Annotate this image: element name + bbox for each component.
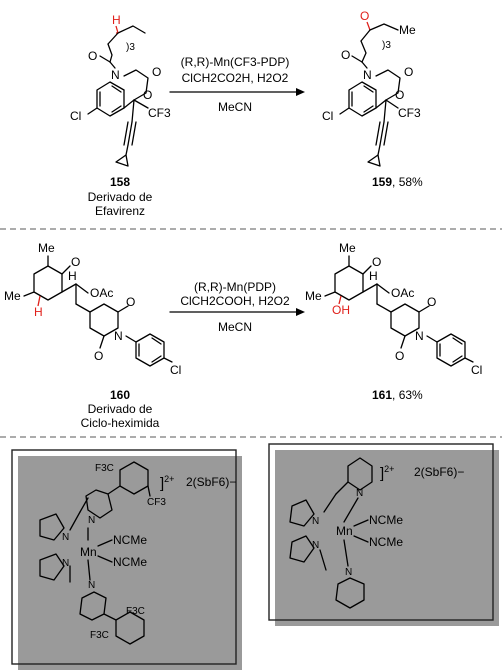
compound-158-caption-2: Efavirenz — [95, 204, 145, 218]
atom-cl-2: Cl — [322, 109, 333, 123]
atom-o-carbonyl-2: O — [404, 65, 413, 79]
atom-o-ketone: O — [71, 255, 80, 269]
atom-n-pyrrolidine-3: N — [312, 516, 319, 527]
chain-subscript: )3 — [126, 42, 135, 53]
atom-cl: Cl — [70, 109, 81, 123]
atom-cf3: CF3 — [148, 106, 171, 120]
atom-n-2: N — [363, 68, 372, 82]
ligand-ncme-4: NCMe — [369, 535, 403, 549]
atom-o-acyl-2: O — [341, 48, 350, 62]
substrate-160: Me O Me H H OAc O N O Cl — [4, 241, 181, 377]
atom-f3c-1: F3C — [95, 463, 114, 474]
atom-cf3-2: CF3 — [398, 106, 421, 120]
atom-me-top-2: Me — [339, 241, 356, 255]
atom-me: Me — [399, 23, 416, 37]
atom-o-ring: O — [143, 88, 152, 102]
reagents-1-line1: (R,R)-Mn(CF3-PDP) — [181, 55, 290, 69]
solvent-1: MeCN — [218, 100, 252, 114]
charge-2: ]2+ — [380, 464, 394, 482]
atom-h-stereo-2: H — [369, 269, 378, 283]
atom-n: N — [111, 68, 120, 82]
compound-161-label: 161, 63% — [372, 388, 423, 402]
counterion-1: 2(SbF6)− — [186, 475, 236, 489]
atom-o-imide-3: O — [427, 295, 436, 309]
compound-158-caption-1: Derivado de — [88, 190, 153, 204]
atom-o-imide-1: O — [126, 295, 135, 309]
atom-n-imide: N — [114, 329, 123, 343]
atom-oh-red: OH — [332, 303, 350, 317]
atom-cl-4: Cl — [471, 363, 482, 377]
compound-159-label: 159, 58% — [372, 175, 423, 189]
atom-f3c-2: F3C — [126, 606, 145, 617]
atom-cl-3: Cl — [170, 363, 181, 377]
atom-n-py-2: N — [88, 580, 95, 591]
atom-h-red-2: H — [34, 305, 43, 319]
substrate-158: H )3 O N O O Cl CF3 — [70, 13, 171, 167]
atom-n-pyrrolidine-2: N — [62, 558, 69, 569]
compound-158-number: 158 — [110, 175, 130, 189]
atom-o-carbonyl: O — [152, 65, 161, 79]
atom-n-py-3: N — [356, 488, 363, 499]
compound-160-number: 160 — [110, 388, 130, 402]
reagents-2-line1: (R,R)-Mn(PDP) — [194, 280, 276, 294]
atom-n-pyrrolidine-4: N — [312, 540, 319, 551]
atom-me-top: Me — [38, 241, 55, 255]
atom-cf3-cat-1: CF3 — [147, 497, 166, 508]
compound-160-caption-2: Ciclo-heximida — [81, 416, 160, 430]
product-161: Me O Me OH H OAc O N O Cl — [305, 241, 482, 377]
charge-1: ]2+ — [160, 474, 174, 492]
solvent-2: MeCN — [218, 320, 252, 334]
reagents-1-line2: ClCH2CO2H, H2O2 — [182, 71, 289, 85]
atom-o-red-ketone: O — [360, 9, 369, 23]
catalyst-cf3-pdp-box — [11, 449, 237, 665]
compound-160-caption-1: Derivado de — [88, 402, 153, 416]
atom-f3c-3: F3C — [90, 630, 109, 641]
catalyst-cf3-pdp: F3C CF3 N N N Mn NCMe NCMe N F3C F3C — [39, 461, 166, 645]
atom-me-left: Me — [4, 289, 21, 303]
catalyst-pdp: N N N Mn NCMe NCMe N — [289, 457, 403, 609]
atom-n-py-4: N — [345, 567, 352, 578]
ligand-ncme-3: NCMe — [369, 513, 403, 527]
atom-mn-2: Mn — [336, 524, 353, 538]
ligand-ncme-2: NCMe — [113, 555, 147, 569]
catalyst-pdp-box — [268, 443, 494, 621]
counterion-2: 2(SbF6)− — [414, 465, 464, 479]
chain-subscript-2: )3 — [382, 40, 391, 51]
atom-oac-2: OAc — [391, 286, 414, 300]
atom-n-py-1: N — [88, 515, 95, 526]
atom-o-acyl: O — [88, 49, 97, 63]
atom-o-imide-2: O — [94, 349, 103, 363]
atom-h-stereo: H — [68, 269, 77, 283]
reagents-2-line2: ClCH2COOH, H2O2 — [180, 294, 290, 308]
ligand-ncme-1: NCMe — [113, 533, 147, 547]
atom-h-red: H — [112, 13, 121, 27]
atom-o-ring-2: O — [395, 88, 404, 102]
atom-n-imide-2: N — [415, 329, 424, 343]
atom-o-imide-4: O — [395, 349, 404, 363]
atom-o-ketone-2: O — [372, 255, 381, 269]
atom-me-left-2: Me — [305, 289, 322, 303]
atom-oac: OAc — [90, 286, 113, 300]
atom-n-pyrrolidine-1: N — [62, 532, 69, 543]
atom-mn-1: Mn — [80, 545, 97, 559]
product-159: O Me )3 O N O O Cl CF3 — [322, 9, 421, 167]
